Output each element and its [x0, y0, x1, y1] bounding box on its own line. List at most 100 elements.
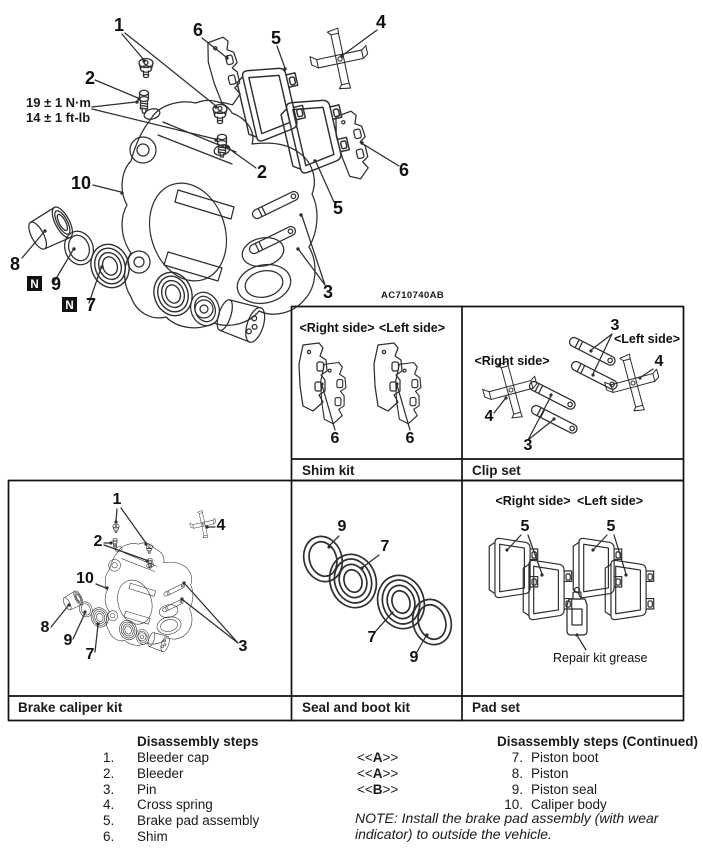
panel-clip-set-art: [476, 334, 667, 440]
torque-spec: 19 ± 1 N·m 14 ± 1 ft-lb: [26, 95, 91, 125]
step-label: Piston boot: [531, 750, 599, 765]
step-label: Caliper body: [531, 797, 607, 813]
marker-open: <<: [357, 765, 373, 781]
callout-6: 6: [331, 430, 340, 447]
leader-lines: [505, 535, 628, 650]
callout-2: 2: [94, 533, 103, 550]
step-number: 2.: [103, 765, 115, 781]
step-label: Piston seal: [531, 781, 598, 797]
callout-5: 5: [333, 198, 343, 218]
marker-close: >>: [382, 765, 399, 781]
ref-marker: <<B>>: [357, 782, 398, 798]
callout-5: 5: [607, 518, 616, 535]
leader-lines: [22, 30, 399, 303]
step-number: 6.: [103, 828, 115, 844]
disassembly-steps-continued-list: Disassembly steps (Continued) 7. Piston b…: [497, 733, 698, 813]
step-item: 10. Caliper body: [497, 797, 698, 813]
callout-6: 6: [193, 20, 203, 40]
callout-4: 4: [376, 12, 386, 32]
marker-open: <<: [357, 781, 373, 797]
grease-tube: [566, 586, 588, 636]
callout-9: 9: [64, 632, 73, 649]
callout-6: 6: [406, 430, 415, 447]
non-reusable-symbol: N: [30, 279, 38, 291]
main-exploded-view: [22, 23, 399, 344]
callout-10: 10: [76, 570, 94, 587]
brake-pad: [488, 537, 539, 599]
callout-5: 5: [271, 28, 281, 48]
callout-10: 10: [71, 173, 91, 193]
shim-plate: [373, 342, 403, 412]
panel-brake-caliper-kit-art: [51, 508, 238, 653]
marker-open: <<: [357, 750, 373, 765]
leader-lines: [320, 382, 410, 430]
callout-4: 4: [217, 517, 226, 534]
panel-caption-brake-caliper-kit: Brake caliper kit: [18, 700, 123, 715]
callout-9: 9: [410, 649, 419, 666]
step-label: Piston: [531, 765, 569, 781]
step-label: Cross spring: [137, 797, 213, 813]
left-side-label: <Left side>: [577, 494, 643, 508]
callout-7: 7: [381, 538, 390, 555]
leader-lines: [494, 334, 653, 440]
step-label: Bleeder cap: [137, 750, 210, 765]
callout-7: 7: [86, 646, 95, 663]
reference-markers: <<A>> <<A>> <<B>>: [357, 750, 398, 797]
panel-pad-set-art: [488, 535, 655, 650]
step-label: Brake pad assembly: [137, 813, 260, 829]
step-item: 4. Cross spring: [103, 797, 259, 813]
non-reusable-symbol: N: [65, 300, 73, 312]
figure-labels: 1 2 6 5 4 2 10 5 6 8 N 9 N 7 3 1 2 4 10 …: [10, 12, 680, 666]
step-item: 2. Bleeder: [103, 766, 259, 782]
panel-caption-clip-set: Clip set: [472, 463, 521, 478]
step-number: 4.: [103, 797, 115, 813]
marker-letter: A: [372, 750, 383, 765]
step-number: 10.: [504, 797, 523, 813]
callout-6: 6: [399, 160, 409, 180]
figure-code: AC710740AB: [381, 290, 445, 301]
callout-2: 2: [257, 162, 267, 182]
marker-letter: A: [372, 765, 383, 781]
step-label: Pin: [137, 781, 157, 797]
callout-9: 9: [51, 274, 61, 294]
step-label: Shim: [137, 828, 168, 844]
non-reusable-box: [27, 276, 42, 291]
step-number: 3.: [103, 781, 115, 797]
step-label: Bleeder: [137, 765, 184, 781]
step-item: 8.Piston: [497, 766, 698, 782]
callout-9: 9: [338, 518, 347, 535]
marker-close: >>: [382, 750, 399, 765]
marker-letter: B: [372, 781, 383, 797]
disassembly-steps-list: Disassembly steps 1.Bleeder cap 2.Bleede…: [103, 733, 259, 845]
callout-3: 3: [524, 437, 533, 454]
torque-metric: 19 ± 1 N·m: [26, 95, 91, 110]
marker-close: >>: [382, 781, 399, 797]
step-number: 7.: [511, 750, 523, 765]
callout-7: 7: [368, 629, 377, 646]
callout-1: 1: [113, 491, 122, 508]
brake-pad: [278, 91, 353, 177]
right-side-label: <Right side>: [474, 354, 549, 368]
ref-marker: <<A>>: [357, 766, 398, 782]
left-side-label: <Left side>: [379, 321, 445, 335]
shim-plate: [330, 108, 375, 183]
piston-seal-ring: [297, 530, 349, 588]
step-item: 6. Shim: [103, 829, 259, 845]
steps-title: Disassembly steps (Continued): [497, 734, 699, 749]
right-side-label: <Right side>: [299, 321, 374, 335]
step-number: 1.: [103, 750, 115, 765]
callout-1: 1: [114, 15, 124, 35]
callout-3: 3: [323, 282, 333, 302]
callout-3: 3: [611, 317, 620, 334]
brake-pad: [572, 537, 623, 599]
callout-2: 2: [85, 68, 95, 88]
left-side-label: <Left side>: [614, 332, 680, 346]
shim-plate: [298, 342, 328, 412]
right-side-label: <Right side>: [495, 494, 570, 508]
ref-marker: <<A>>: [357, 750, 398, 766]
torque-imperial: 14 ± 1 ft-lb: [26, 110, 91, 125]
panel-caption-pad-set: Pad set: [472, 700, 521, 715]
step-item: 7. Piston boot: [497, 750, 698, 766]
